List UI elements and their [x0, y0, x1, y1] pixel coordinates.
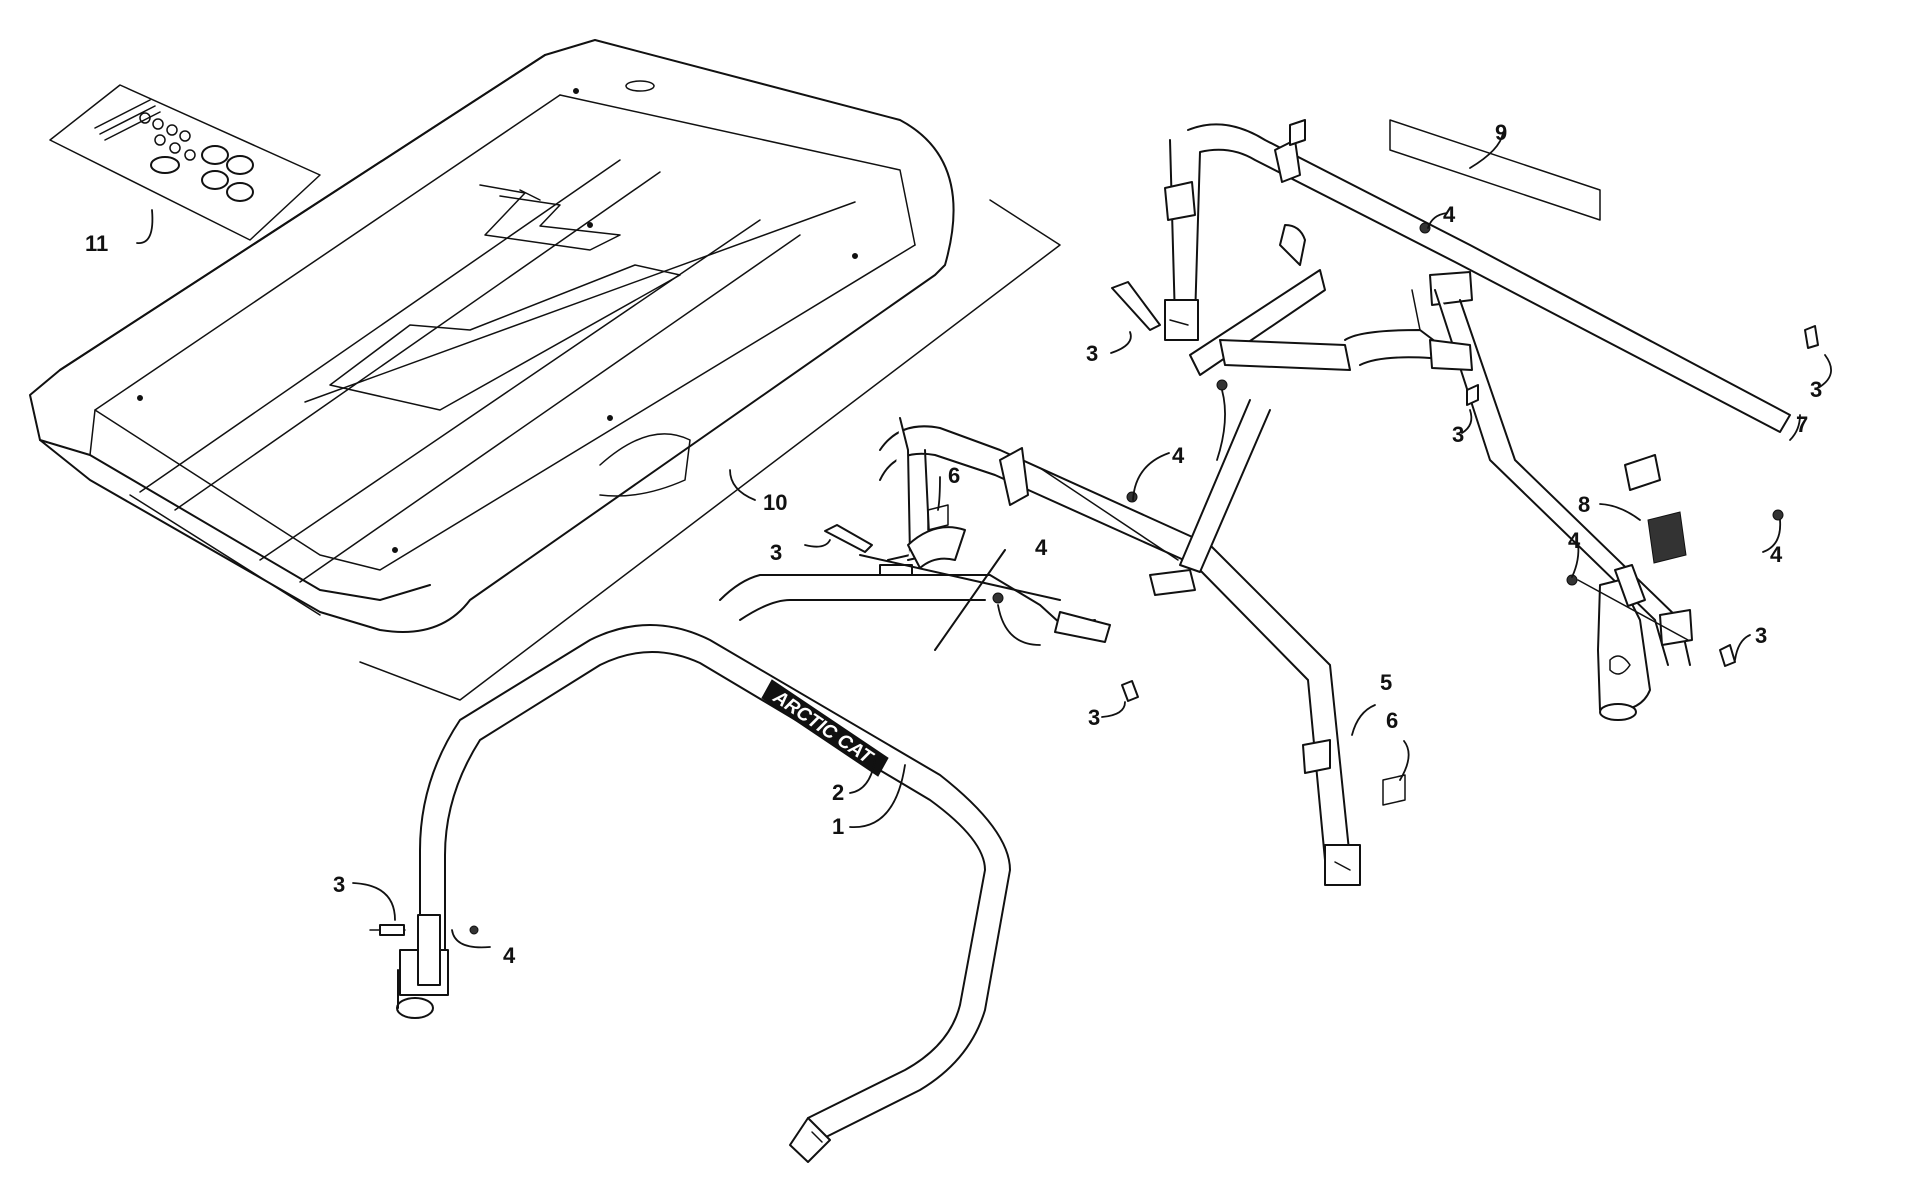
- callout-3-center-low: 3: [1088, 705, 1100, 730]
- callout-6-left: 6: [948, 463, 960, 488]
- callout-3-far-right-top: 3: [1810, 377, 1822, 402]
- callout-4-center: 4: [1035, 535, 1048, 560]
- callout-4-mid: 4: [1172, 443, 1185, 468]
- front-roll-bar: [369, 624, 1011, 1163]
- hardware-kit-card: [49, 84, 321, 241]
- callout-4-front-left: 4: [503, 943, 516, 968]
- center-roll-bar: [879, 417, 1361, 886]
- callout-leaders: [136, 132, 1832, 949]
- rear-roll-bar: [1164, 119, 1791, 721]
- lower-brace: [719, 526, 1111, 651]
- callout-4-right-lower: 4: [1568, 528, 1581, 553]
- roof-panel: [29, 39, 1061, 701]
- callout-3-front-left: 3: [333, 872, 345, 897]
- callout-9: 9: [1495, 120, 1507, 145]
- nuts: [992, 222, 1784, 604]
- callout-labels: 1 2 3 3 3 3 3 3 3 4 4 4 4 4 4 5 6 6 7 8 …: [85, 120, 1822, 968]
- decal-strip: [1389, 119, 1601, 221]
- callout-8: 8: [1578, 492, 1590, 517]
- callout-1: 1: [832, 814, 844, 839]
- callout-7: 7: [1796, 412, 1808, 437]
- callout-3-right-upper: 3: [1452, 422, 1464, 447]
- callout-3-left: 3: [770, 540, 782, 565]
- callout-6-right: 6: [1386, 708, 1398, 733]
- callout-4-right: 4: [1770, 542, 1783, 567]
- callout-11: 11: [85, 231, 108, 256]
- side-decals: [927, 504, 1406, 806]
- callout-2: 2: [832, 780, 844, 805]
- callout-3-center-top: 3: [1086, 341, 1098, 366]
- callout-5: 5: [1380, 670, 1392, 695]
- bolts: [824, 281, 1819, 702]
- callout-4-top: 4: [1443, 202, 1456, 227]
- callout-10: 10: [763, 490, 787, 515]
- callout-3-right-lower: 3: [1755, 623, 1767, 648]
